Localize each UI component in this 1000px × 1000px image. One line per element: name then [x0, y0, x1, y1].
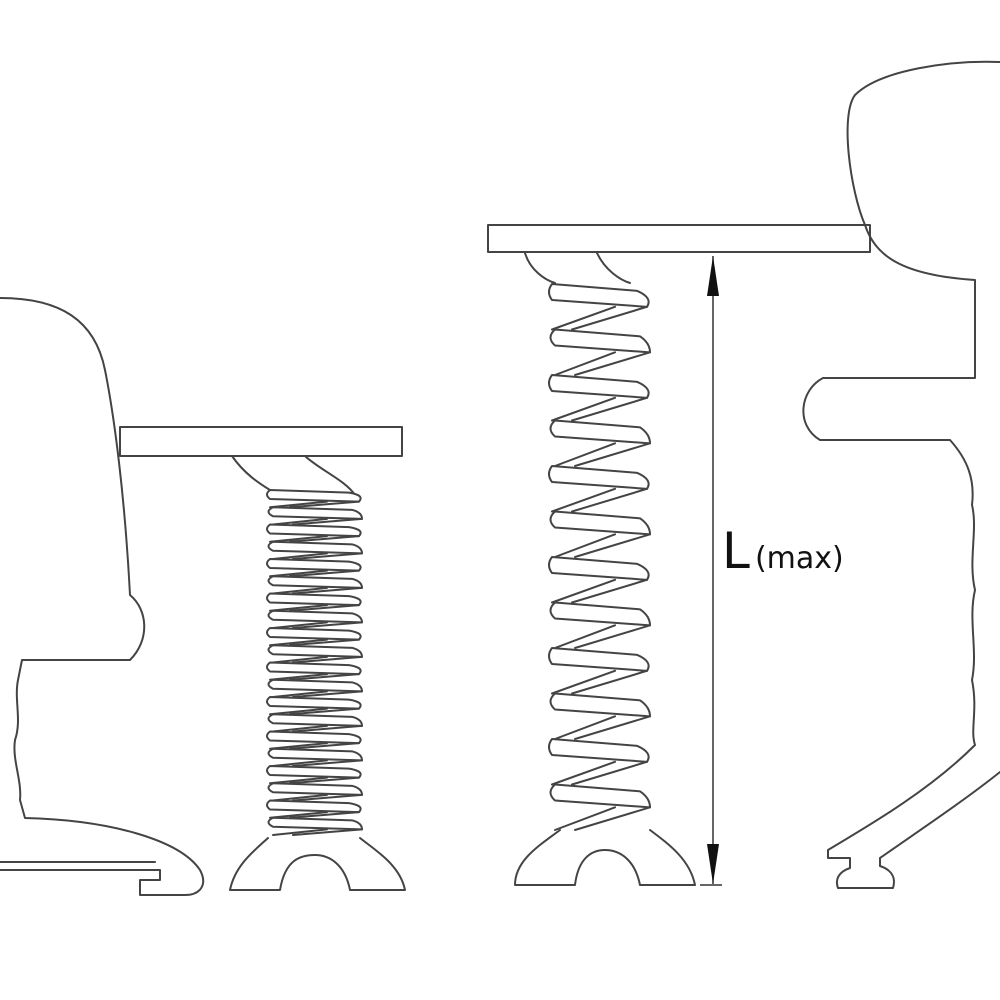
spring-strand	[269, 569, 360, 578]
spring-strand	[554, 806, 651, 831]
spring-strand	[554, 715, 651, 740]
spring-strand	[554, 351, 651, 376]
spring-strand	[272, 724, 363, 733]
spring-strand	[269, 776, 360, 785]
spring-strand	[554, 533, 651, 558]
spring-coil	[267, 747, 363, 762]
spring-strand	[269, 500, 360, 509]
spring-strand	[269, 673, 360, 681]
spring-coil	[267, 816, 363, 831]
right-desk-top	[487, 224, 871, 253]
left-desk-top	[119, 426, 403, 457]
spring-coil	[266, 523, 362, 538]
spring-coil	[548, 738, 650, 763]
spring-strand	[269, 604, 360, 612]
right-chair	[802, 60, 1000, 889]
spring-coil	[266, 661, 362, 676]
spring-strand	[272, 793, 363, 802]
spring-coil	[549, 783, 651, 809]
spring-strand	[272, 828, 363, 836]
spring-strand	[269, 811, 360, 819]
right-desk-spring	[514, 252, 696, 886]
spring-coil	[266, 730, 362, 745]
spring-strand	[551, 669, 648, 695]
length-qualifier: (max)	[754, 541, 844, 576]
spring-strand	[551, 396, 648, 422]
spring-coil	[548, 283, 650, 308]
spring-strand	[272, 552, 363, 560]
spring-coil	[267, 609, 363, 624]
spring-strand	[554, 442, 651, 467]
spring-coil	[267, 713, 363, 727]
spring-strand	[272, 759, 363, 767]
spring-strand	[551, 487, 648, 513]
spring-coil	[549, 328, 651, 354]
spring-coil	[266, 765, 362, 779]
spring-coil	[267, 506, 363, 520]
left-desk-spring	[229, 455, 406, 891]
spring-coil	[548, 465, 650, 490]
spring-coil	[548, 647, 650, 672]
spring-coil	[267, 540, 363, 555]
spring-coil	[549, 510, 651, 536]
spring-strand	[272, 655, 363, 664]
spring-coil	[266, 592, 362, 607]
spring-strand	[272, 690, 363, 698]
spring-strand	[269, 742, 360, 750]
spring-coil	[267, 575, 363, 589]
spring-coil	[548, 556, 650, 581]
spring-strand	[269, 707, 360, 716]
spring-strand	[272, 586, 363, 595]
spring-coil	[267, 644, 363, 658]
spring-coil	[267, 782, 363, 796]
spring-coil	[266, 799, 362, 814]
spring-strand	[269, 638, 360, 647]
spring-strand	[269, 535, 360, 543]
spring-coil	[267, 678, 363, 693]
length-max-label: L (max)	[722, 522, 844, 580]
left-chair	[0, 297, 205, 896]
spring-strand	[551, 760, 648, 786]
spring-coil	[549, 692, 651, 718]
spring-strand	[551, 578, 648, 604]
spring-coil	[266, 696, 362, 710]
spring-coil	[549, 419, 651, 445]
spring-strand	[272, 621, 363, 629]
spring-coil	[549, 601, 651, 627]
spring-strand	[554, 624, 651, 649]
spring-strand	[272, 517, 363, 526]
length-dimension-arrow	[700, 256, 722, 886]
length-letter: L	[722, 522, 750, 580]
spring-coil	[266, 558, 362, 572]
spring-coil	[548, 374, 650, 399]
spring-strand	[551, 305, 648, 331]
spring-coil	[266, 489, 362, 503]
spring-coil	[266, 627, 362, 641]
